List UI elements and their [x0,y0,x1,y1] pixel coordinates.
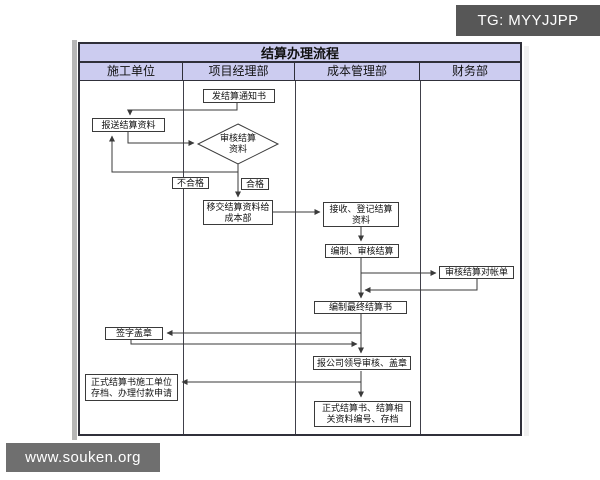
node-receive-register-materials: 接收、登记结算 资料 [323,202,399,227]
site-watermark-badge: www.souken.org [6,443,160,472]
lane-header-construction-unit: 施工单位 [80,63,183,80]
node-text: 审核结算 [219,133,256,143]
node-final-doc-numbering-archive: 正式结算书、结算相 关资料编号、存档 [314,401,411,427]
node-text: 审核结算对帐单 [444,267,508,277]
node-prepare-final-settlement-doc: 编制最终结算书 [314,301,407,314]
lane-header-row: 施工单位 项目经理部 成本管理部 财务部 [80,63,520,81]
node-text: 资料 [228,144,247,154]
lane-divider-2 [295,81,296,434]
lane-divider-1 [183,81,184,434]
node-text: 编制最终结算书 [328,302,392,312]
telegram-watermark-badge: TG: MYYJJPP [456,5,600,36]
node-transfer-materials-to-cost-dept: 移交结算资料给 成本部 [203,200,273,225]
lane-header-project-manager-dept: 项目经理部 [183,63,295,80]
node-text: 编制、审核结算 [330,245,394,256]
node-review-settlement-materials: 审核结算 资料 [200,131,276,157]
node-text: 签字盖章 [115,328,152,338]
node-text: 成本部 [224,212,252,223]
node-issue-settlement-notice: 发结算通知书 [203,89,275,103]
node-submit-settlement-materials: 报送结算资料 [92,118,165,132]
node-report-leaders-review-seal: 报公司领导审核、盖章 [313,356,411,370]
node-constr-unit-archive-payment-request: 正式结算书施工单位 存档、办理付款申请 [85,374,178,401]
node-text: 报送结算资料 [101,119,156,130]
branch-label-pass: 合格 [241,178,269,190]
node-text: 报公司领导审核、盖章 [316,357,407,368]
node-text: 接收、登记结算 [329,203,393,214]
branch-label-fail: 不合格 [172,177,209,189]
node-prepare-review-settlement: 编制、审核结算 [325,244,399,258]
lane-header-cost-management-dept: 成本管理部 [295,63,420,80]
node-text: 存档、办理付款申请 [90,387,172,398]
page-edge-shadow-right [524,46,529,436]
label-text: 合格 [245,178,264,189]
node-text: 正式结算书、结算相 [321,403,403,413]
node-text: 发结算通知书 [211,90,266,101]
node-review-settlement-statement: 审核结算对帐单 [439,266,514,279]
lane-header-finance-dept: 财务部 [451,64,488,78]
node-sign-and-seal: 签字盖章 [105,327,163,340]
node-text: 关资料编号、存档 [326,414,399,424]
page-edge-shadow-left [72,40,77,440]
flowchart-title: 结算办理流程 [80,44,520,63]
node-text: 正式结算书施工单位 [90,376,172,387]
label-text: 不合格 [176,177,204,188]
node-text: 移交结算资料给 [206,201,270,212]
node-text: 资料 [351,214,370,225]
lane-divider-3 [420,81,421,434]
